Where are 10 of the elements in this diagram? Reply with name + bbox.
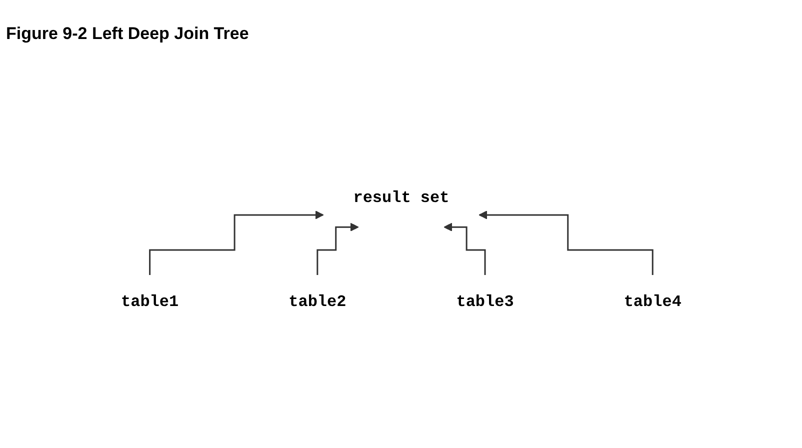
figure-title: Figure 9-2 Left Deep Join Tree — [6, 24, 249, 44]
node-text: table2 — [288, 293, 346, 311]
node-text: table4 — [624, 293, 682, 311]
arrow — [444, 222, 486, 276]
arrow — [316, 222, 358, 276]
node-text: result set — [352, 189, 450, 207]
arrow — [478, 210, 654, 276]
node-text: table1 — [120, 293, 178, 311]
node-text: table3 — [456, 293, 514, 311]
arrow — [148, 210, 324, 276]
